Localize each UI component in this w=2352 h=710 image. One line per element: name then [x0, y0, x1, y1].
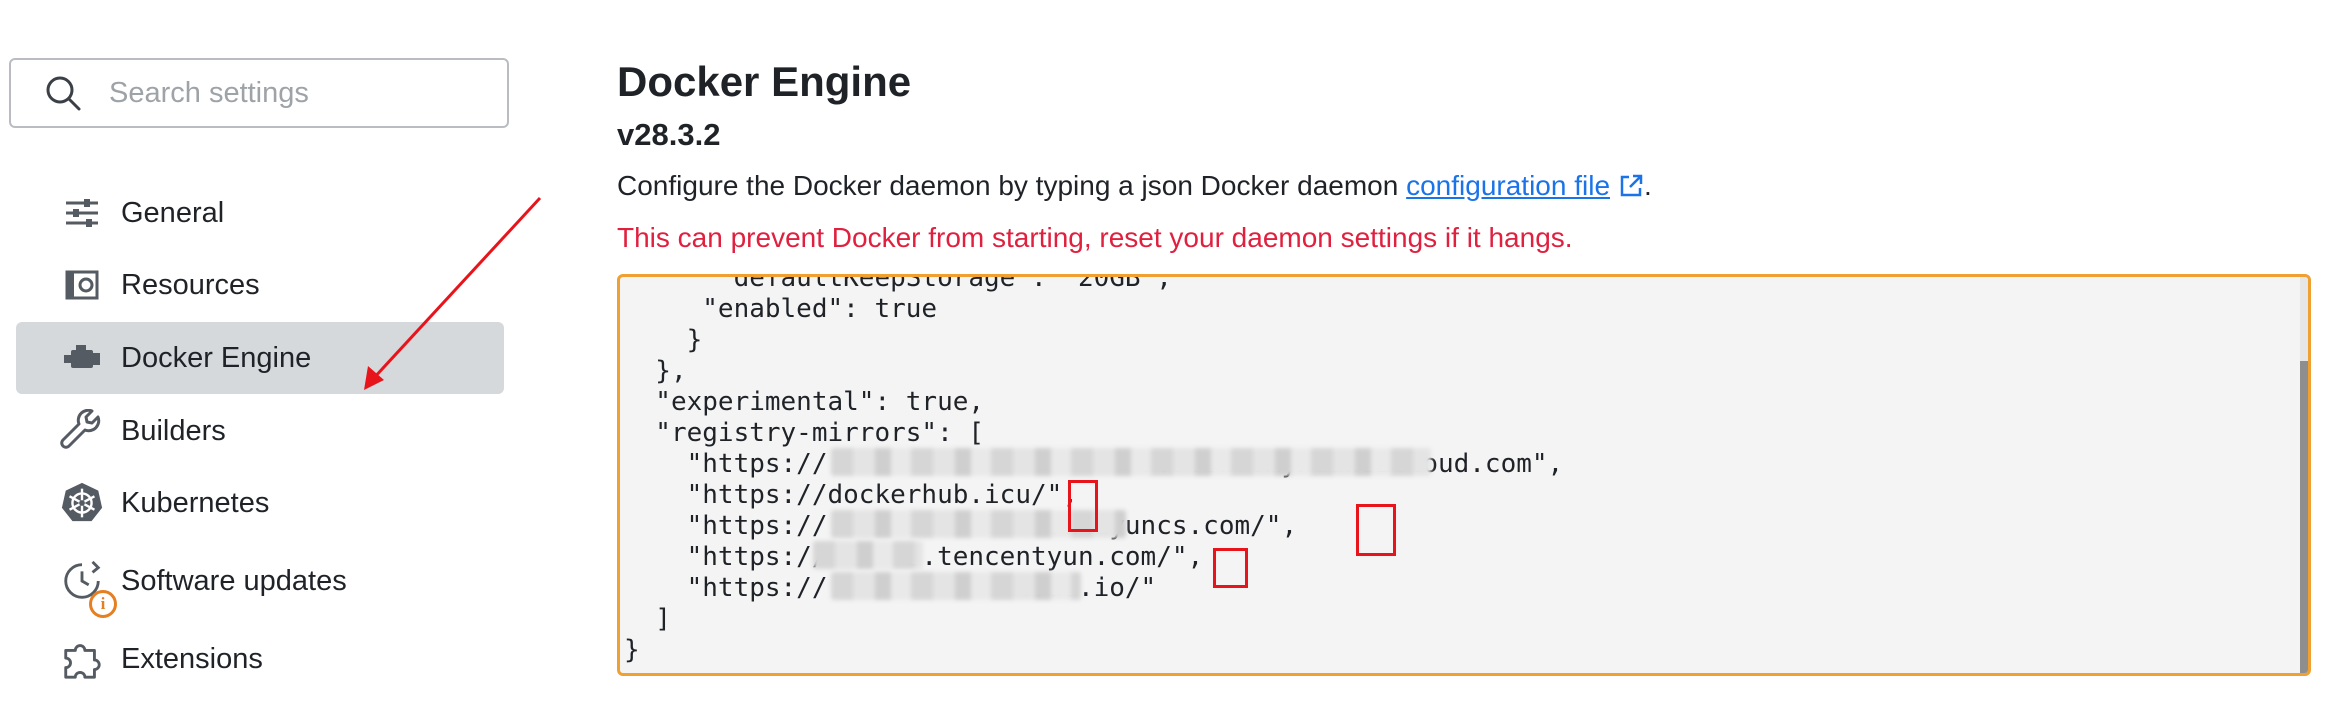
sidebar-item-label: Builders [121, 414, 226, 447]
sidebar-item-docker-engine[interactable]: Docker Engine [16, 322, 504, 394]
sidebar-item-label: Extensions [121, 642, 263, 675]
description-suffix: . [1644, 170, 1652, 201]
sliders-icon [60, 191, 104, 235]
search-input[interactable] [107, 75, 491, 111]
sidebar-item-label: Resources [121, 268, 260, 301]
resources-icon [60, 263, 104, 307]
scrollbar-thumb[interactable] [2300, 361, 2308, 673]
puzzle-icon [60, 637, 104, 681]
sidebar-item-kubernetes[interactable]: Kubernetes [16, 467, 504, 539]
sidebar-item-label: Software updates [121, 564, 347, 597]
engine-icon [60, 336, 104, 380]
sidebar-item-general[interactable]: General [16, 177, 504, 249]
sidebar-item-label: Docker Engine [121, 341, 312, 374]
highlight-box [1213, 548, 1248, 588]
highlight-box [1068, 480, 1098, 532]
update-info-badge: i [89, 590, 117, 618]
redacted-text [813, 541, 923, 569]
redacted-text [831, 448, 1431, 476]
version-label: v28.3.2 [617, 117, 721, 152]
configuration-file-link[interactable]: configuration file [1406, 170, 1611, 201]
search-icon [46, 76, 81, 111]
wrench-icon [60, 409, 104, 453]
sidebar-item-resources[interactable]: Resources [16, 249, 504, 321]
warning-message: This can prevent Docker from starting, r… [617, 222, 1573, 253]
search-box[interactable] [9, 58, 509, 128]
sidebar-item-extensions[interactable]: Extensions [16, 623, 504, 695]
highlight-box [1356, 504, 1396, 556]
sidebar-item-label: General [121, 196, 225, 229]
external-link-icon[interactable] [1618, 173, 1644, 199]
json-config-editor[interactable]: "defaultKeepStorage": "20GB", "enabled":… [617, 274, 2311, 676]
redacted-text [831, 510, 1126, 538]
kubernetes-icon [60, 481, 104, 525]
redacted-text [831, 572, 1081, 600]
sidebar-item-builders[interactable]: Builders [16, 395, 504, 467]
editor-scrollbar[interactable] [2300, 277, 2308, 673]
description-text: Configure the Docker daemon by typing a … [617, 170, 1407, 201]
clock-update-icon [60, 559, 104, 603]
sidebar-item-label: Kubernetes [121, 486, 270, 519]
description: Configure the Docker daemon by typing a … [617, 170, 1652, 202]
sidebar-item-software-updates[interactable]: Software updates [16, 545, 504, 617]
page-title: Docker Engine [617, 58, 912, 105]
